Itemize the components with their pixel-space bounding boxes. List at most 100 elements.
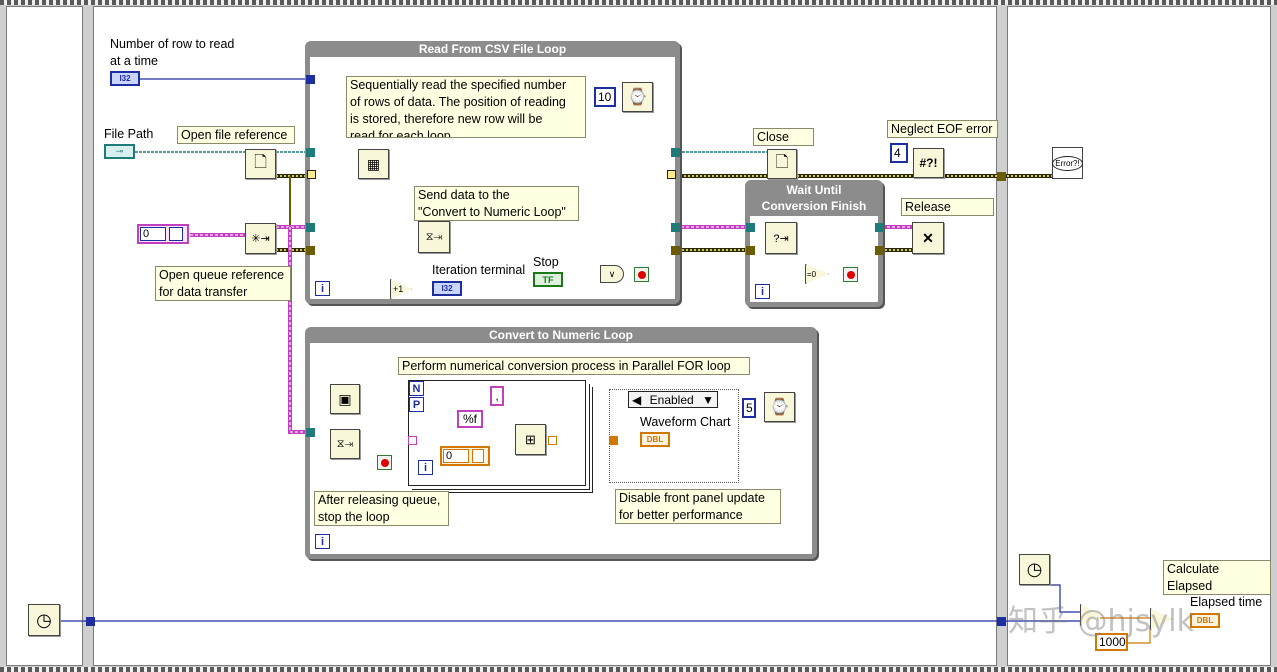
numeric-type-constant[interactable]: 0 <box>440 446 490 466</box>
for-iteration-terminal: i <box>418 460 433 475</box>
enabled-label: Enabled <box>649 392 694 407</box>
film-strip-top <box>0 0 1277 5</box>
string-to-array-icon: ⊞ <box>525 431 536 447</box>
wait-loop-stop-terminal <box>843 267 858 282</box>
waveform-chart-label: Waveform Chart <box>640 415 731 429</box>
obtain-queue-node[interactable]: ✳⇥ <box>245 223 276 254</box>
film-strip-bottom <box>0 667 1277 672</box>
wait-ms-convert-constant[interactable]: 5 <box>742 398 756 418</box>
elapsed-time-indicator[interactable]: DBL <box>1190 613 1220 628</box>
wait-loop-title-line1: Wait Until <box>786 183 842 197</box>
equal-zero-label: =0 <box>807 269 817 279</box>
tick-count-start-node[interactable]: ◷ <box>28 604 60 636</box>
wait-queue-tunnel <box>746 223 755 232</box>
watch-icon-convert: ⌚ <box>769 399 790 416</box>
get-queue-status-node[interactable]: ?⇥ <box>765 222 797 254</box>
dequeue-icon: ⧖⇥ <box>336 437 354 450</box>
release-queue-node[interactable]: ✕ <box>912 222 944 254</box>
queue-zero-constant: 0 <box>140 227 166 241</box>
close-file-icon: 🗋 <box>775 153 789 171</box>
disable-input-tunnel <box>609 436 618 445</box>
queue-status-icon: ?⇥ <box>773 232 789 245</box>
queue-tunnel-in <box>306 223 315 232</box>
note-release-queue: Release Queue <box>901 198 994 216</box>
iteration-terminal-label: Iteration terminal <box>432 263 526 277</box>
waveform-chart-terminal[interactable]: DBL <box>640 432 670 447</box>
stop-label: Stop <box>533 255 559 269</box>
enabled-selector[interactable]: ◀ Enabled ▼ <box>628 391 718 408</box>
read-loop-iteration-terminal: i <box>315 281 330 296</box>
for-output-tunnel <box>548 436 557 445</box>
shift-register-right <box>667 170 676 179</box>
delimiter-constant[interactable]: , <box>490 386 504 406</box>
elapsed-time-label: Elapsed time <box>1190 595 1263 609</box>
for-input-tunnel <box>408 436 417 445</box>
file-path-label: File Path <box>104 127 154 141</box>
stop-control-label: TF <box>542 274 554 285</box>
rows-to-read-control[interactable]: I32 <box>110 71 140 86</box>
note-after-release: After releasing queue, stop the loop <box>314 491 449 526</box>
enqueue-node[interactable]: ⧖⇥ <box>418 221 450 253</box>
cpu-info-node[interactable]: ▣ <box>330 384 360 414</box>
selector-left-icon: ◀ <box>632 392 642 407</box>
clear-error-node[interactable]: #?! <box>913 148 944 178</box>
ms-1000-value: 1000 <box>1099 635 1126 649</box>
read-csv-loop-title: Read From CSV File Loop <box>418 42 567 56</box>
or-node[interactable]: ∨ <box>600 265 624 283</box>
spreadsheet-to-array-node[interactable]: ⊞ <box>515 424 546 455</box>
tick-count-end-node[interactable]: ◷ <box>1019 554 1050 585</box>
rows-tunnel <box>306 75 315 84</box>
path-icon: ⊸ <box>115 146 124 156</box>
open-file-node[interactable]: 🗋 <box>245 149 276 179</box>
wait-loop-iteration-terminal: i <box>755 284 770 299</box>
close-file-node[interactable]: 🗋 <box>767 149 797 179</box>
note-parallel-for: Perform numerical conversion process in … <box>398 357 750 375</box>
read-csv-node[interactable]: ▦ <box>358 149 389 179</box>
wait-ms-read-constant[interactable]: 10 <box>594 87 616 107</box>
pos-zero-value: 0 <box>443 449 469 463</box>
wait-ms-convert-node[interactable]: ⌚ <box>764 392 795 422</box>
increment-label: +1 <box>393 284 404 294</box>
note-close-file: Close File <box>753 128 814 146</box>
watch-icon: ⌚ <box>627 89 648 106</box>
convert-loop-title: Convert to Numeric Loop <box>488 328 633 342</box>
wait-loop-title: Wait Until Conversion Finish <box>750 182 878 214</box>
queue-array-element <box>169 227 183 241</box>
selector-down-icon: ▼ <box>702 392 714 407</box>
error-tunnel-out <box>671 246 680 255</box>
file-ref-tunnel-in <box>306 148 315 157</box>
wait-ms-read-node[interactable]: ⌚ <box>622 82 653 112</box>
convert-queue-tunnel <box>306 428 315 437</box>
note-sequential-read: Sequentially read the specified number o… <box>346 76 586 138</box>
clock-icon-end: ◷ <box>1026 559 1043 579</box>
read-loop-stop-terminal <box>634 267 649 282</box>
ms-1000-constant[interactable]: 1000 <box>1095 633 1128 651</box>
convert-loop-stop-terminal <box>377 455 392 470</box>
iteration-indicator: I32 <box>432 281 462 296</box>
note-send-data: Send data to the "Convert to Numeric Loo… <box>414 186 579 221</box>
clear-error-icon: #?! <box>919 156 938 170</box>
stop-control[interactable]: TF <box>533 272 563 287</box>
format-constant[interactable]: %f <box>457 410 483 428</box>
wait-conversion-loop: Wait Until Conversion Finish <box>745 180 883 307</box>
wait-loop-title-line2: Conversion Finish <box>761 199 867 213</box>
shift-register-left <box>307 170 316 179</box>
file-path-control[interactable]: ⊸ <box>104 144 135 159</box>
clock-icon-start: ◷ <box>36 609 52 630</box>
enqueue-icon: ⧖⇥ <box>425 230 443 243</box>
eof-code-constant[interactable]: 4 <box>890 143 908 163</box>
queue-tunnel-out <box>671 223 680 232</box>
wait-error-tunnel <box>746 246 755 255</box>
numeric-array-element <box>472 449 484 463</box>
queue-element-constant[interactable]: 0 <box>137 224 189 244</box>
error-handler-node[interactable]: Error?! <box>1052 147 1083 179</box>
wait-error-tunnel-out <box>875 246 884 255</box>
obtain-queue-icon: ✳⇥ <box>251 233 270 245</box>
release-queue-icon: ✕ <box>922 229 934 246</box>
cpu-icon: ▣ <box>338 390 352 407</box>
note-disable-update: Disable front panel update for better pe… <box>615 489 781 524</box>
dequeue-node[interactable]: ⧖⇥ <box>330 429 360 459</box>
for-count-terminal: N <box>409 381 424 396</box>
note-calc-elapsed: Calculate Elapsed Time <box>1163 560 1271 595</box>
waveform-chart-type: DBL <box>646 435 664 444</box>
